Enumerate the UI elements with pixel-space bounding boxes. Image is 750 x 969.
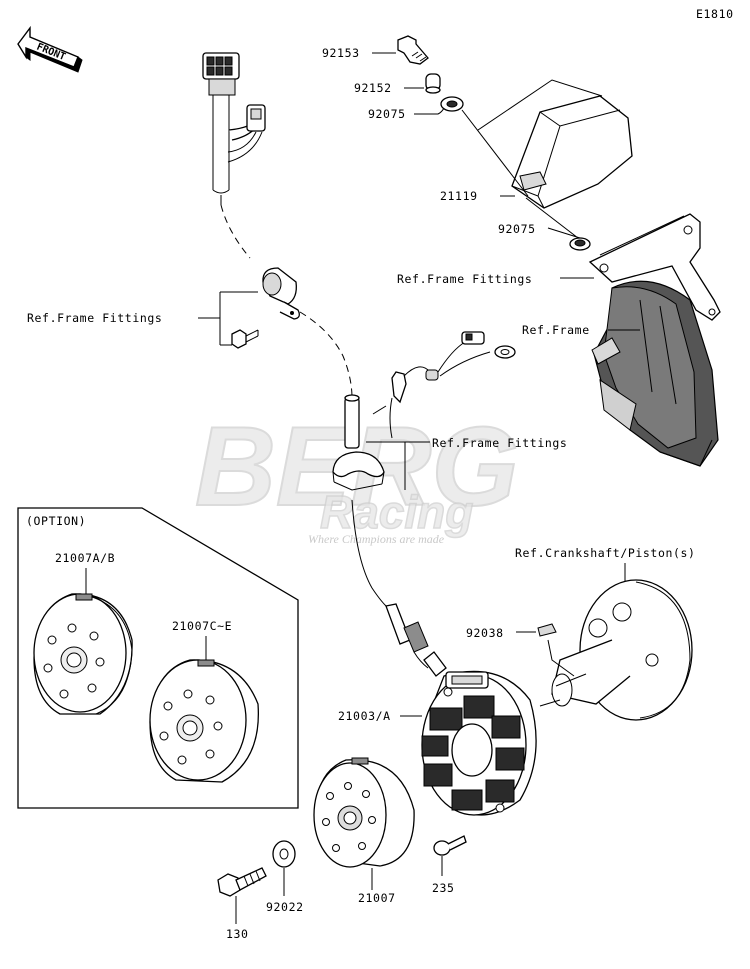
pickup-grommet bbox=[385, 603, 447, 677]
frame-bracket bbox=[588, 213, 721, 321]
label-92153: 92153 bbox=[322, 46, 360, 60]
harness-dashed-route bbox=[220, 204, 251, 259]
bolt-130 bbox=[217, 867, 267, 897]
washer-92022 bbox=[272, 840, 296, 868]
label-92038: 92038 bbox=[466, 626, 504, 640]
cable-clamp bbox=[262, 267, 300, 320]
woodruff-key-92038 bbox=[537, 623, 557, 637]
grommet-92075-top bbox=[440, 96, 464, 112]
leader-ref-frame-center bbox=[366, 441, 430, 490]
rotor-21007 bbox=[313, 757, 415, 868]
label-92075-top: 92075 bbox=[368, 107, 406, 121]
label-ref-frame-fittings-right: Ref.Frame Fittings bbox=[397, 272, 532, 286]
label-ref-frame-fittings-center: Ref.Frame Fittings bbox=[432, 436, 567, 450]
collar-92152 bbox=[425, 73, 441, 94]
label-21007ab: 21007A/B bbox=[55, 551, 115, 565]
label-92022: 92022 bbox=[266, 900, 304, 914]
band-clamp bbox=[332, 451, 385, 491]
screw-235 bbox=[433, 835, 467, 856]
stator-coils bbox=[421, 695, 525, 811]
diagram-code: E1810 bbox=[696, 7, 734, 21]
ground-lead bbox=[372, 331, 516, 439]
wire-harness bbox=[202, 52, 266, 205]
label-ref-crankshaft: Ref.Crankshaft/Piston(s) bbox=[515, 546, 696, 560]
leader-ref-frame-left bbox=[198, 291, 258, 346]
pickup-wire bbox=[351, 499, 387, 607]
label-21007: 21007 bbox=[358, 891, 396, 905]
bolt-clamp bbox=[231, 329, 259, 349]
option-box bbox=[17, 507, 299, 809]
bolt-92153 bbox=[397, 35, 429, 65]
stator-21003a bbox=[421, 670, 537, 816]
front-arrow-icon: FRONT bbox=[17, 25, 83, 73]
option-box-label: (OPTION) bbox=[26, 514, 86, 528]
wire-sleeve bbox=[344, 394, 360, 449]
label-130: 130 bbox=[226, 927, 249, 941]
grommet-92075-bottom bbox=[569, 237, 591, 251]
crankshaft bbox=[551, 579, 693, 721]
rotor-21007ce bbox=[149, 659, 260, 783]
label-235: 235 bbox=[432, 881, 455, 895]
label-92075-bottom: 92075 bbox=[498, 222, 536, 236]
regulator-21119 bbox=[511, 95, 633, 209]
watermark-brand-bottom: Racing bbox=[320, 486, 473, 538]
frame-tube bbox=[591, 280, 719, 467]
label-ref-frame: Ref.Frame bbox=[522, 323, 590, 337]
label-21119: 21119 bbox=[440, 189, 478, 203]
watermark-tagline: Where Champions are made bbox=[308, 532, 445, 546]
harness-dashed-route-2 bbox=[299, 311, 353, 399]
label-21007ce: 21007C~E bbox=[172, 619, 232, 633]
rotor-21007ab bbox=[33, 593, 133, 715]
label-ref-frame-fittings-left: Ref.Frame Fittings bbox=[27, 311, 162, 325]
label-21003a: 21003/A bbox=[338, 709, 391, 723]
label-92152: 92152 bbox=[354, 81, 392, 95]
